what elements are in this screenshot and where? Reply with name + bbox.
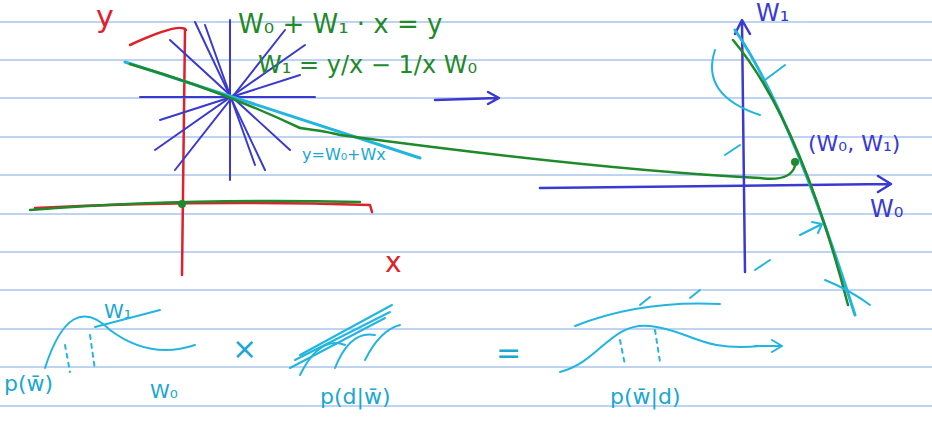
prior-label: p(w̄)	[4, 372, 53, 396]
parameter-line-trace	[733, 40, 848, 305]
axis-label: W₁	[104, 300, 132, 322]
candidate-lines	[140, 20, 315, 180]
line-label: y=W₀+Wx	[302, 146, 386, 164]
axis-label: x	[385, 248, 402, 279]
axis-label: W₀	[150, 380, 178, 402]
line-equation: W₀ + W₁ · x = y	[238, 10, 442, 39]
data-point	[178, 200, 186, 208]
axis-label: W₀	[870, 196, 903, 222]
axis-label: y	[96, 0, 114, 33]
uncertainty-arrows	[712, 50, 870, 305]
operator: ×	[232, 332, 257, 365]
parameter-point	[791, 158, 799, 166]
mapping-curve	[300, 128, 795, 179]
posterior-label: p(w̄|d)	[610, 385, 681, 409]
point-label: (W₀, W₁)	[808, 132, 900, 156]
transform-arrow	[435, 92, 499, 104]
zero-line	[30, 201, 360, 210]
bayes-sketches	[45, 290, 782, 375]
parameter-equation: W₁ = y/x − 1/x W₀	[258, 52, 477, 78]
parameter-line	[735, 30, 855, 315]
ruled-lines	[0, 22, 932, 406]
axis-label: W₁	[756, 0, 789, 26]
operator: =	[496, 336, 521, 369]
likelihood-label: p(d|w̄)	[320, 385, 391, 409]
